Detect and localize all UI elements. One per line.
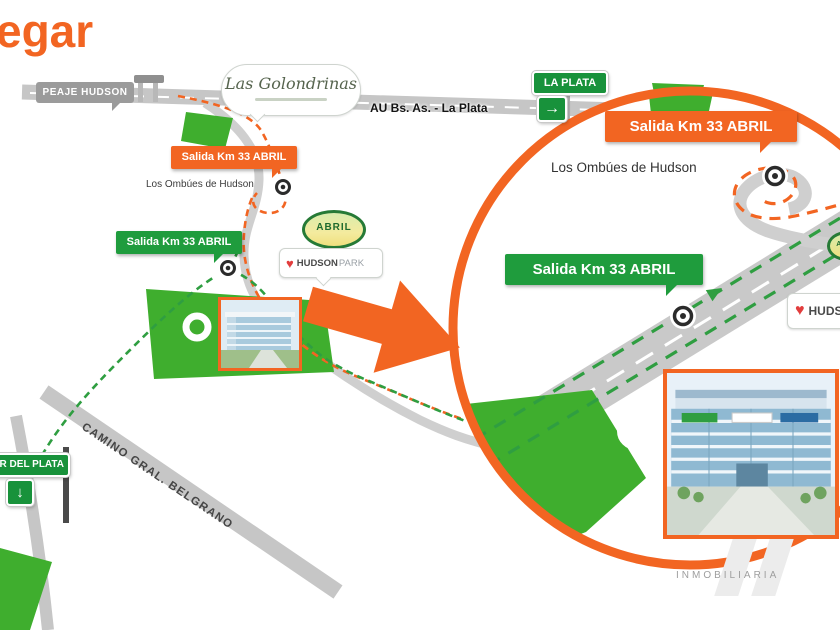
building-illustration	[221, 300, 299, 368]
green-route-arrowhead	[705, 288, 722, 302]
belgrano-road	[39, 385, 343, 599]
hudson-park-sign-partial: ♥ HUDSON	[787, 293, 840, 329]
peaje-hudson-sign: PEAJE HUDSON	[36, 82, 134, 103]
inset-centerline	[461, 170, 840, 472]
hudson-park-name2: PARK	[338, 257, 365, 269]
sign-pole	[63, 447, 69, 523]
zoom-arrow-icon	[303, 280, 460, 373]
abril-logo: ABRIL	[302, 210, 366, 249]
las-golondrinas-sign: Las Golondrinas	[221, 64, 361, 116]
highway-label: AU Bs. As. - La Plata	[370, 101, 488, 115]
salida-km33-orange-sign: Salida Km 33 ABRIL	[171, 146, 297, 169]
arrow-right-icon: →	[537, 96, 567, 122]
la-plata-sign: LA PLATA	[532, 71, 608, 95]
zoom-contents	[457, 95, 840, 558]
route-marker-orange-inset	[762, 163, 788, 189]
roundabout-marker-left	[182, 312, 212, 342]
plot-southwest	[0, 548, 52, 630]
hudson-park-sign: ♥ HUDSON PARK	[279, 248, 383, 278]
salida-km33-green-sign-inset: Salida Km 33 ABRIL	[505, 254, 703, 285]
south-road	[10, 414, 54, 630]
salida-km33-green-sign: Salida Km 33 ABRIL	[116, 231, 242, 254]
los-ombues-label: Los Ombúes de Hudson	[146, 179, 254, 190]
route-marker-green-inset	[670, 303, 696, 329]
inset-green-route-a	[457, 155, 840, 453]
sign-pointer	[112, 103, 120, 111]
las-golondrinas-tagline-bar	[255, 98, 327, 101]
page-title: egar	[0, 5, 94, 57]
building-illustration	[667, 373, 835, 535]
orange-route-south	[242, 197, 466, 422]
las-golondrinas-logo: Las Golondrinas	[225, 74, 357, 93]
mar-del-plata-sign: MAR DEL PLATA	[0, 453, 70, 477]
building-photo-left	[218, 297, 302, 371]
hudson-park-name: HUDSON	[296, 257, 338, 269]
salida-km33-orange-sign-inset: Salida Km 33 ABRIL	[605, 111, 797, 142]
building-photo-inset	[663, 369, 839, 539]
heart-icon: ♥	[286, 255, 294, 271]
zoom-circle-ring	[448, 86, 840, 570]
heart-icon: ♥	[795, 302, 805, 319]
sign-pointer	[760, 142, 771, 153]
sign-pointer	[214, 254, 223, 263]
plot-golondrinas	[181, 112, 233, 149]
roundabout-marker-inset	[617, 412, 655, 450]
routes-left	[34, 94, 469, 467]
route-marker-orange-left	[273, 177, 293, 197]
inset-orange-route	[732, 166, 840, 221]
sign-pointer	[272, 169, 281, 178]
watermark-text: INMOBILIARIA	[676, 570, 780, 581]
toll-booth-icon	[134, 75, 164, 102]
hudson-park-name: HUDSON	[808, 304, 840, 318]
inset-green-route-b	[468, 181, 840, 479]
arrow-down-icon: ↓	[6, 479, 34, 506]
sign-pointer	[666, 285, 677, 296]
route-marker-green-left	[218, 258, 238, 278]
los-ombues-label-inset: Los Ombúes de Hudson	[551, 160, 697, 175]
sign-post	[565, 96, 570, 128]
